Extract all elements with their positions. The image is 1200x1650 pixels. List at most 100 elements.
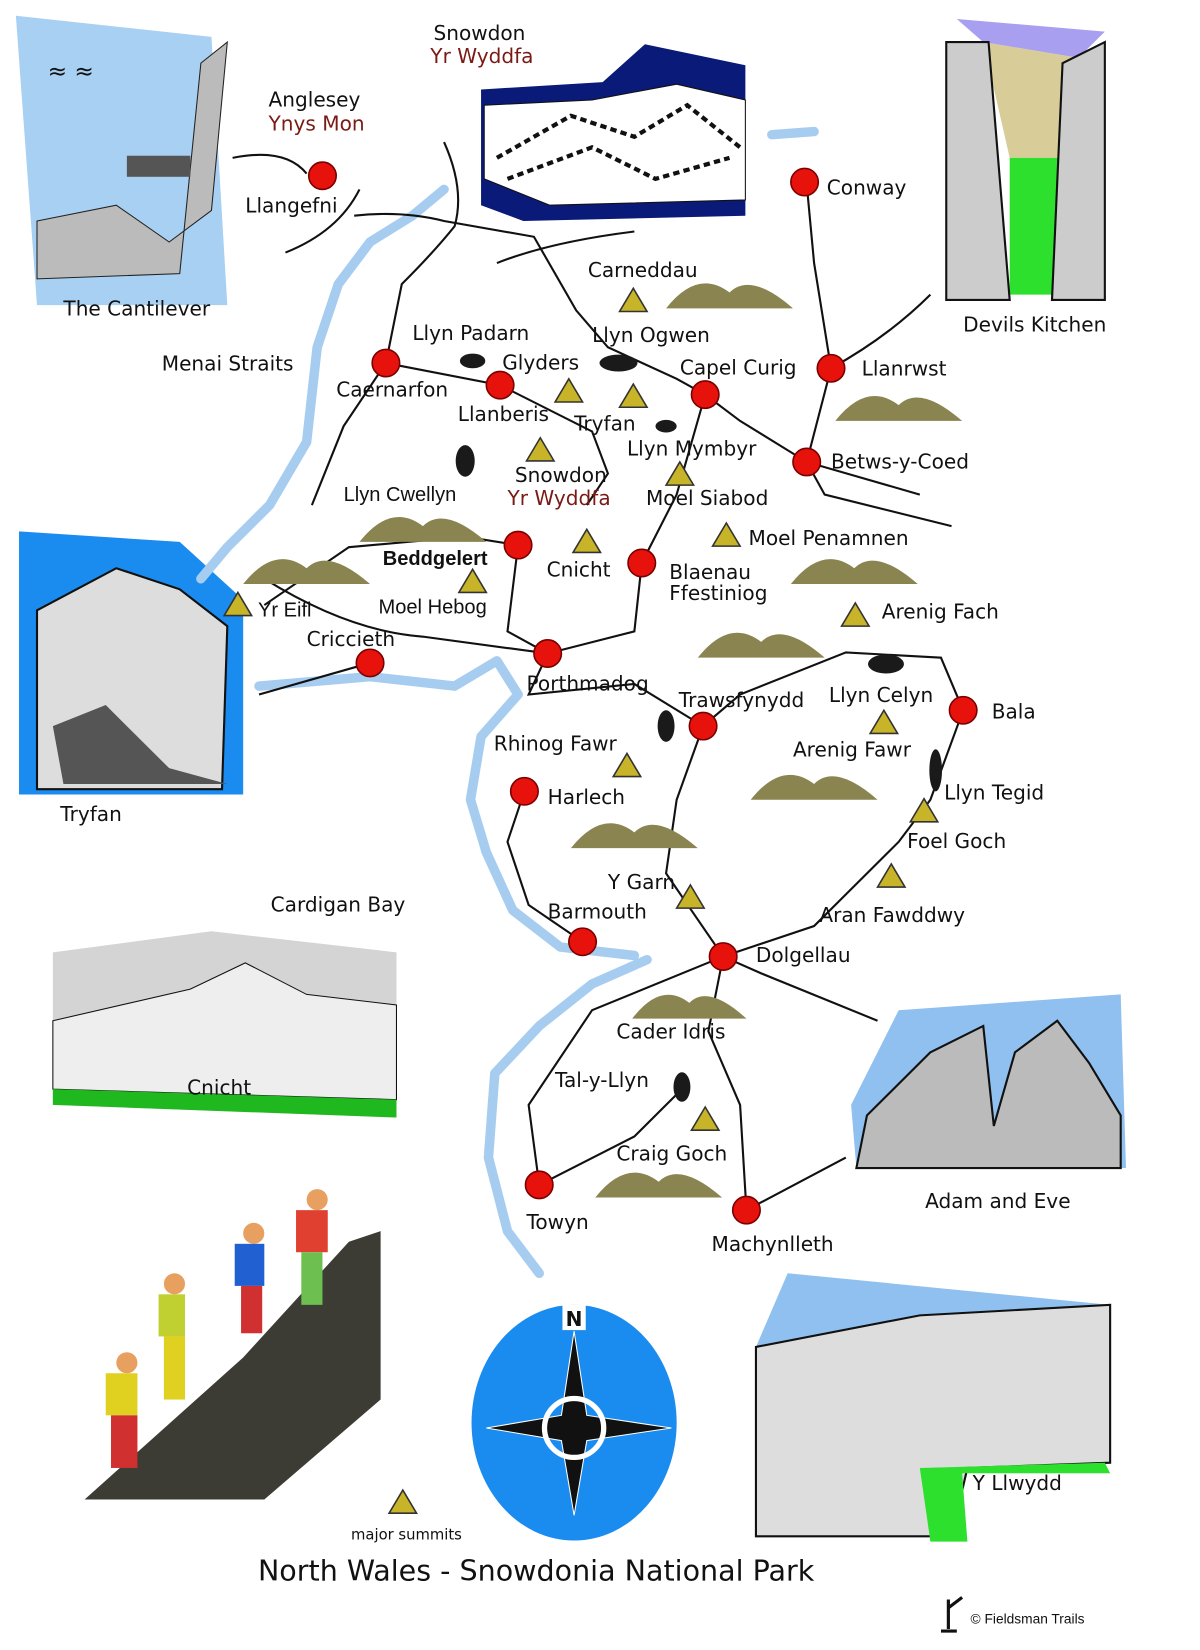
picture-cnicht: [52, 931, 398, 1118]
picture-climbers: [84, 1189, 381, 1500]
summit-label: Moel Hebog: [379, 597, 487, 619]
picture-tryfan: [19, 531, 244, 795]
summit-label-welsh: Yr Wyddfa: [506, 486, 610, 510]
town-label: Llanrwst: [862, 357, 947, 381]
town-label: Blaenau: [669, 560, 751, 584]
summit-icon: [711, 521, 742, 547]
town-label: Barmouth: [548, 900, 647, 924]
town-marker[interactable]: [355, 648, 385, 678]
town-marker[interactable]: [627, 548, 657, 578]
caption-devils-kitchen: Devils Kitchen: [963, 313, 1106, 337]
hills: [243, 283, 963, 1198]
summit-label: Yr Eifl: [258, 600, 312, 622]
lake-label: Llyn Cwellyn: [344, 484, 457, 506]
town-label: Dolgellau: [756, 943, 851, 967]
town-marker[interactable]: [485, 370, 515, 400]
town-label: Trawsfynydd: [678, 688, 804, 712]
picture-devils-kitchen: [940, 18, 1106, 301]
svg-text:≈ ≈: ≈ ≈: [48, 58, 94, 85]
summit-icon: [525, 436, 556, 462]
town-marker[interactable]: [688, 711, 718, 741]
caption-adam-and-eve: Adam and Eve: [925, 1189, 1070, 1213]
summit-icon: [618, 286, 649, 313]
town-label: Betws-y-Coed: [831, 449, 969, 473]
region-menai-straits: Menai Straits: [162, 351, 294, 375]
town-label: Llangefni: [245, 194, 337, 218]
summit-label: Foel Goch: [907, 829, 1006, 853]
summit-label: Cnicht: [547, 558, 611, 582]
town-marker[interactable]: [731, 1195, 761, 1225]
town-marker[interactable]: [503, 530, 533, 560]
summit-markers: [222, 286, 940, 1131]
town-markers: [307, 161, 978, 1225]
town-marker[interactable]: [568, 927, 598, 957]
town-marker[interactable]: [790, 167, 820, 197]
town-label: Capel Curig: [680, 356, 797, 380]
caption-cantilever: The Cantilever: [62, 297, 210, 321]
picture-y-llwydd: [754, 1273, 1112, 1542]
summit-label: Arenig Fach: [882, 600, 999, 624]
caption-cnicht: Cnicht: [187, 1075, 251, 1099]
town-marker[interactable]: [690, 380, 720, 410]
summit-label: Moel Penamnen: [749, 526, 909, 550]
summit-icon: [908, 797, 940, 823]
town-label: Porthmadog: [527, 671, 649, 695]
town-label: Conway: [827, 176, 907, 200]
town-label: Llanberis: [458, 402, 549, 426]
summit-icon: [553, 377, 584, 403]
lakes-shapes: [455, 353, 943, 1102]
lake-label: Llyn Padarn: [412, 321, 529, 345]
town-marker[interactable]: [371, 348, 401, 378]
summit-icon: [840, 601, 871, 627]
town-label: Beddgelert: [383, 548, 488, 570]
summit-label: Aran Fawddwy: [819, 903, 965, 927]
picture-adam-and-eve: [851, 994, 1126, 1170]
summit-label: Arenig Fawr: [793, 738, 912, 762]
picture-snowdon: [481, 44, 746, 221]
summit-icon: [876, 862, 907, 888]
legend-summit-icon: [387, 1488, 418, 1514]
snowdon-header: Snowdon: [433, 21, 525, 45]
region-cardigan-bay: Cardigan Bay: [271, 892, 406, 916]
summit-label: Y Garn: [607, 870, 675, 894]
town-label: Bala: [992, 700, 1036, 724]
summit-icon: [675, 883, 706, 909]
compass-north-label: N: [566, 1307, 583, 1331]
town-marker[interactable]: [708, 942, 738, 972]
town-labels: Llangefni Conway Caernarfon Llanberis Ca…: [245, 176, 1035, 1256]
region-anglesey-welsh: Ynys Mon: [268, 112, 365, 136]
lake-label: Llyn Celyn: [829, 683, 933, 707]
summit-label: Carneddau: [588, 258, 698, 282]
lake-labels: Llyn Padarn Llyn Ogwen Llyn Mymbyr Llyn …: [344, 321, 1045, 1092]
town-marker[interactable]: [307, 161, 338, 191]
lake-label: Llyn Tegid: [944, 781, 1044, 805]
summit-icon: [571, 527, 602, 554]
summit-icon: [457, 567, 488, 594]
town-marker[interactable]: [524, 1170, 554, 1200]
town-marker[interactable]: [509, 776, 539, 806]
town-label: Towyn: [526, 1210, 589, 1234]
town-label: Machynlleth: [712, 1232, 834, 1256]
fieldsman-logo-icon: [940, 1596, 964, 1633]
summit-icon: [664, 460, 695, 486]
summit-label: Tryfan: [573, 411, 636, 435]
town-marker[interactable]: [816, 353, 846, 383]
lake-label: Llyn Mymbyr: [627, 437, 757, 461]
summit-label: Snowdon: [515, 463, 607, 487]
summit-icon: [222, 590, 254, 617]
summit-icon: [611, 751, 643, 778]
town-label: Harlech: [548, 785, 625, 809]
town-marker[interactable]: [533, 639, 563, 668]
summit-label: Glyders: [502, 350, 579, 374]
credit-text: © Fieldsman Trails: [971, 1612, 1085, 1627]
region-anglesey: Anglesey: [269, 87, 361, 111]
town-marker[interactable]: [948, 695, 978, 725]
summit-icon: [868, 708, 900, 735]
town-marker[interactable]: [792, 447, 822, 477]
summit-icon: [618, 382, 649, 409]
summit-label: Moel Siabod: [646, 486, 768, 510]
map-title: North Wales - Snowdonia National Park: [258, 1555, 815, 1588]
summit-labels: Carneddau Glyders Tryfan Snowdon Yr Wydd…: [258, 258, 1006, 1166]
caption-tryfan: Tryfan: [59, 802, 122, 826]
